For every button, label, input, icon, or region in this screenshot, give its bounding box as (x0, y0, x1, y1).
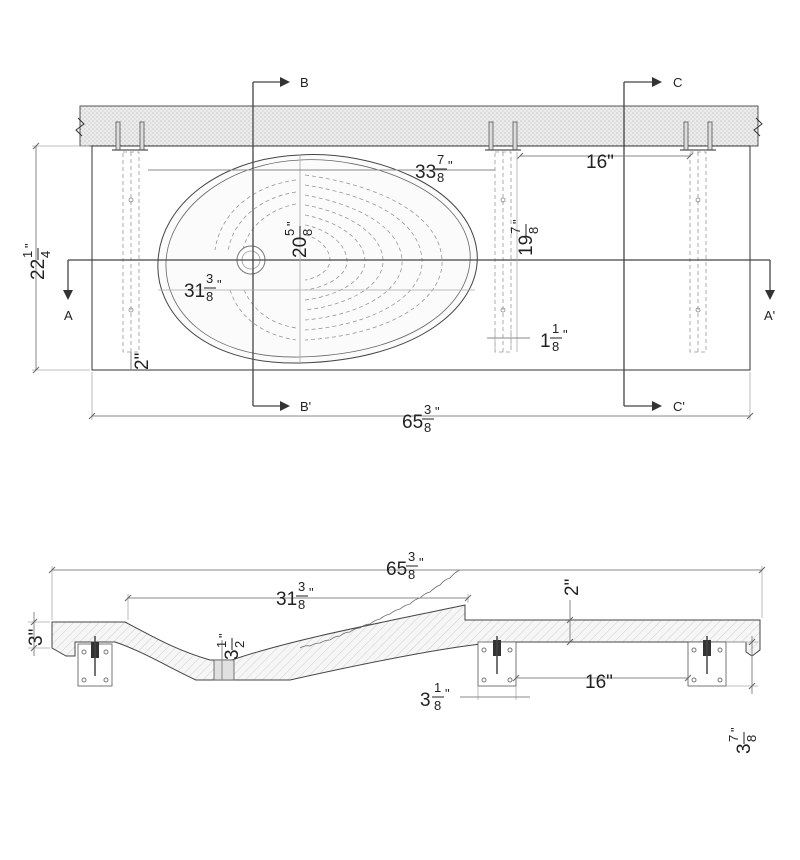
wall-break-right (753, 117, 763, 137)
dim-whole: 33 (415, 162, 436, 183)
dim-whole: 22 (28, 259, 49, 280)
dim-unit: " (284, 221, 299, 226)
dim-top-bracket-width: 1 1 8 " (487, 321, 568, 354)
dim-section-plate-height: 3 7 8 " (726, 636, 759, 754)
dim-unit: " (217, 277, 222, 292)
dim-whole: 1 (540, 331, 551, 352)
dim-num: 1 (20, 251, 35, 258)
dim-whole: 3 (734, 743, 755, 754)
dim-num: 5 (282, 229, 297, 236)
dim-unit: " (563, 327, 568, 342)
dim-num: 1 (214, 641, 229, 648)
dim-den: 8 (744, 735, 759, 742)
dim-section-bracket-spacing: 16" (512, 672, 692, 693)
dim-unit: " (419, 555, 424, 570)
dim-whole: 20 (290, 237, 311, 258)
dim-section-overall-length: 65 3 8 " (48, 549, 766, 620)
dim-whole: 19 (516, 235, 537, 256)
dim-text: 16" (586, 152, 614, 173)
dim-whole: 3 (222, 649, 243, 660)
section-label-b-prime: B' (300, 399, 311, 414)
dim-top-bowl-to-bracket: 33 7 8 " (148, 152, 495, 185)
dim-whole: 65 (386, 559, 407, 580)
bracket-top-middle (485, 121, 521, 353)
wall-break-left (75, 117, 85, 137)
dim-whole: 31 (184, 281, 205, 302)
dim-section-bowl-length: 31 3 8 " (124, 579, 472, 620)
dim-num: 7 (726, 735, 741, 742)
section-line-a: A A' (63, 259, 775, 323)
dim-den: 8 (298, 597, 305, 612)
dim-den: 8 (526, 227, 541, 234)
top-view: A A' B B' C C' (20, 75, 775, 435)
dim-num: 3 (408, 549, 415, 564)
dim-section-edge-height: 3" (26, 612, 50, 656)
section-view: 65 3 8 " 31 3 8 " 2" (26, 549, 766, 754)
dim-top-bracket-spacing: 16" (516, 152, 694, 173)
dim-whole: 31 (276, 589, 297, 610)
dim-top-bowl-width: 20 5 8 " (282, 155, 315, 363)
dim-den: 4 (38, 251, 53, 258)
dim-unit: " (728, 727, 743, 732)
section-slab (51, 604, 761, 681)
dim-den: 8 (434, 698, 441, 713)
dim-text: 16" (585, 672, 613, 693)
dim-section-thickness: 2" (562, 579, 583, 646)
dim-unit: " (445, 686, 450, 701)
bowl-ripple-profile (299, 569, 461, 649)
dim-den: 8 (437, 170, 444, 185)
dim-den: 8 (408, 567, 415, 582)
dim-top-bowl-length: 31 3 8 " (158, 271, 475, 304)
dim-unit: " (216, 633, 231, 638)
dim-section-plate-width: 3 1 8 " (420, 680, 530, 713)
section-label-c-prime: C' (673, 399, 685, 414)
dim-top-overall-length: 65 3 8 " (88, 372, 754, 435)
section-label-b: B (300, 75, 309, 90)
bracket-section-right (687, 636, 727, 687)
dim-den: 8 (552, 339, 559, 354)
bracket-section-middle (477, 636, 517, 687)
dim-den: 8 (424, 420, 431, 435)
dim-num: 3 (424, 402, 431, 417)
dim-den: 8 (206, 289, 213, 304)
dim-num: 3 (298, 579, 305, 594)
dim-text: 2" (562, 579, 583, 596)
dim-num: 7 (437, 152, 444, 167)
dim-text: 3" (26, 629, 47, 646)
dim-unit: " (22, 243, 37, 248)
dim-text: 2" (132, 353, 153, 370)
dim-num: 1 (434, 680, 441, 695)
dim-unit: " (448, 158, 453, 173)
section-label-a-prime: A' (764, 308, 775, 323)
dim-unit: " (510, 219, 525, 224)
dim-num: 3 (206, 271, 213, 286)
bracket-section-left (77, 636, 113, 687)
section-line-b: B B' (252, 75, 311, 414)
section-label-a: A (64, 308, 73, 323)
dim-unit: " (309, 585, 314, 600)
dim-whole: 3 (420, 690, 431, 711)
dim-section-drain-depth: 3 1 2 " (214, 633, 247, 680)
dim-den: 8 (300, 229, 315, 236)
wall (79, 105, 759, 147)
section-line-c: C C' (623, 75, 685, 414)
dim-top-bracket-length: 19 7 8 " (508, 152, 541, 352)
dim-den: 2 (232, 641, 247, 648)
dim-whole: 65 (402, 412, 423, 433)
dim-top-depth: 22 1 4 " (20, 142, 90, 374)
dim-num: 7 (508, 227, 523, 234)
dim-num: 1 (552, 321, 559, 336)
section-drain (213, 659, 235, 681)
dim-top-bracket-offset: 2" (130, 352, 153, 370)
dim-unit: " (435, 404, 440, 419)
section-label-c: C (673, 75, 682, 90)
bracket-top-right (680, 121, 716, 353)
